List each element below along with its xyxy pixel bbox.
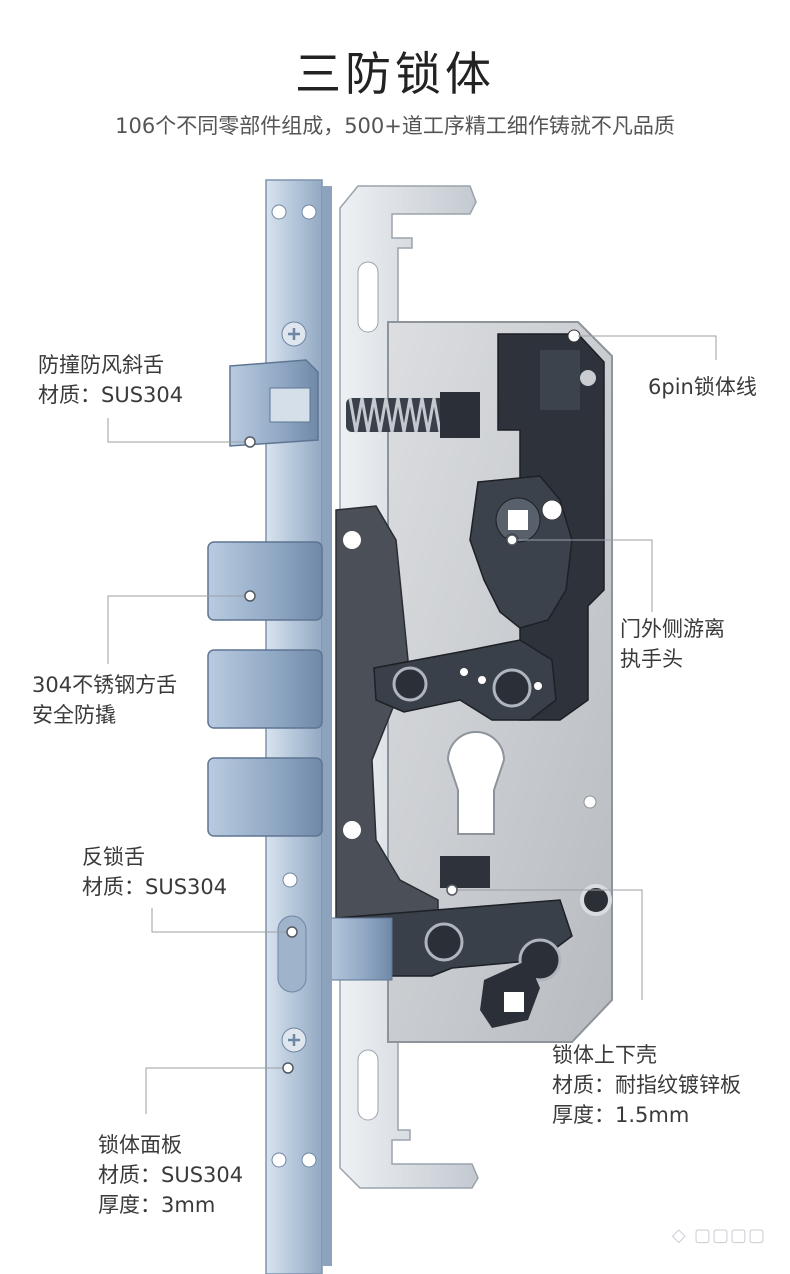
leader-lines	[107, 335, 717, 1114]
callout-name: 防撞防风斜舌	[38, 353, 164, 377]
callout-name: 反锁舌	[82, 845, 145, 869]
reverse-latch-block	[325, 856, 573, 1028]
callout-material: 材质：SUS304	[98, 1163, 244, 1187]
callout-reverse-latch: 反锁舌 材质：SUS304	[82, 842, 227, 902]
callout-faceplate: 锁体面板 材质：SUS304 厚度：3mm	[98, 1130, 243, 1220]
callout-anti-collision-latch: 防撞防风斜舌 材质：SUS304	[38, 350, 183, 410]
callout-name: 锁体面板	[98, 1133, 182, 1157]
callout-name: 锁体上下壳	[552, 1043, 657, 1067]
callout-line-1: 304不锈钢方舌	[32, 673, 178, 697]
callout-line-1: 门外侧游离	[620, 617, 725, 641]
latch-spring	[346, 392, 480, 438]
callout-thickness: 厚度：3mm	[98, 1193, 216, 1217]
callout-line-2: 执手头	[620, 647, 683, 671]
callout-pin-wire: 6pin锁体线	[648, 372, 757, 402]
callout-line-2: 安全防撬	[32, 703, 116, 727]
callout-material: 材质：耐指纹镀锌板	[552, 1073, 741, 1097]
callout-shell: 锁体上下壳 材质：耐指纹镀锌板 厚度：1.5mm	[552, 1040, 741, 1130]
watermark-logo: ◇ ▢▢▢▢	[671, 1225, 766, 1246]
callout-name: 6pin锁体线	[648, 375, 757, 399]
callout-outer-handle: 门外侧游离 执手头	[620, 614, 725, 674]
lever-arm	[373, 639, 557, 721]
callout-thickness: 厚度：1.5mm	[552, 1103, 690, 1127]
callout-material: 材质：SUS304	[38, 383, 184, 407]
callout-material: 材质：SUS304	[82, 875, 228, 899]
page-subtitle: 106个不同零部件组成，500+道工序精工细作铸就不凡品质	[115, 114, 675, 138]
callout-dots	[244, 436, 518, 1074]
callout-square-bolt: 304不锈钢方舌 安全防撬	[32, 670, 177, 730]
page-title: 三防锁体	[295, 47, 495, 101]
anti-collision-latch	[229, 359, 319, 447]
square-bolts	[207, 541, 323, 837]
